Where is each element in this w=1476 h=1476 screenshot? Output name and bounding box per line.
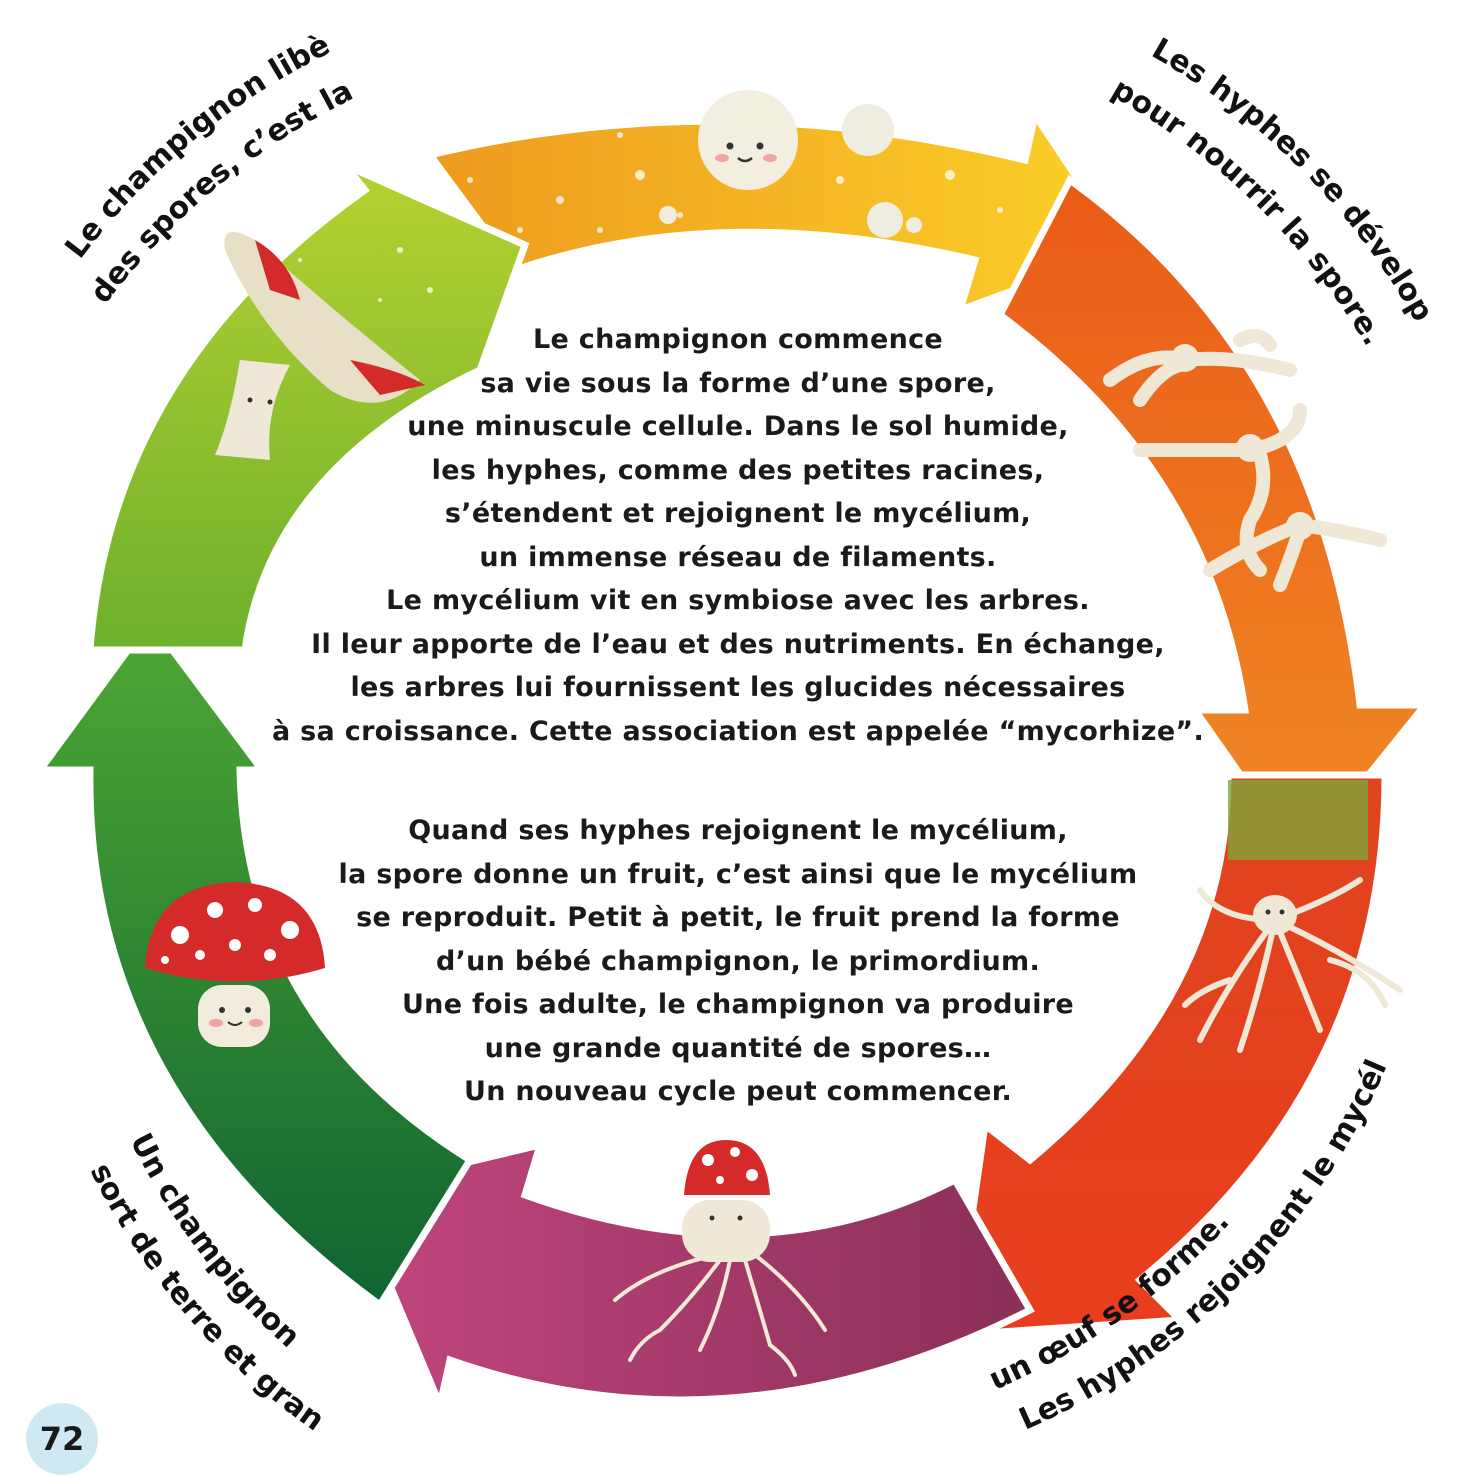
arrow-hyphae-stage <box>995 174 1433 866</box>
text-line: Un nouveau cycle peut commencer. <box>463 1076 1013 1107</box>
text-line: Le mycélium vit en symbiose avec les arb… <box>386 585 1090 616</box>
mycelium-egg-icon <box>1182 780 1403 1053</box>
text-line: s’étendent et rejoignent le mycélium, <box>444 498 1032 529</box>
text-line: sa vie sous la forme d’une spore, <box>480 367 996 399</box>
text-line: d’un bébé champignon, le primordium. <box>435 945 1041 977</box>
spore-character-icon <box>659 90 922 238</box>
arrow-sporulation-stage <box>86 161 530 654</box>
primordium-icon <box>613 1140 827 1377</box>
text-line: une minuscule cellule. Dans le sol humid… <box>407 411 1069 442</box>
arrow-spore-stage <box>424 106 1131 316</box>
page-number-badge: 72 <box>26 1403 98 1475</box>
sporulating-mushroom-icon <box>215 232 425 460</box>
text-line: les hyphes, comme des petites racines, <box>431 454 1045 486</box>
young-mushroom-icon <box>145 882 325 1047</box>
text-line: Le champignon commence <box>532 324 944 355</box>
spore-speckles <box>298 108 1003 302</box>
text-line: Il leur apporte de l’eau et des nutrimen… <box>311 628 1165 660</box>
center-paragraph-2: Quand ses hyphes rejoignent le mycélium,… <box>230 809 1246 1114</box>
text-line: Quand ses hyphes rejoignent le mycélium, <box>408 815 1068 846</box>
text-line: se reproduit. Petit à petit, le fruit pr… <box>356 902 1120 933</box>
text-line: Une fois adulte, le champignon va produi… <box>401 989 1075 1020</box>
text-line: la spore donne un fruit, c’est ainsi que… <box>338 858 1138 890</box>
center-paragraph-1: Le champignon commence sa vie sous la fo… <box>230 318 1246 753</box>
text-line: une grande quantité de spores… <box>484 1032 992 1064</box>
arrow-primordium-stage <box>345 1140 1035 1417</box>
text-line: les arbres lui fournissent les glucides … <box>350 672 1126 703</box>
hyphae-character-icon <box>1103 329 1387 592</box>
text-line: un immense réseau de filaments. <box>479 541 997 573</box>
page-number: 72 <box>39 1420 85 1458</box>
text-line: à sa croissance. Cette association est a… <box>271 715 1205 747</box>
